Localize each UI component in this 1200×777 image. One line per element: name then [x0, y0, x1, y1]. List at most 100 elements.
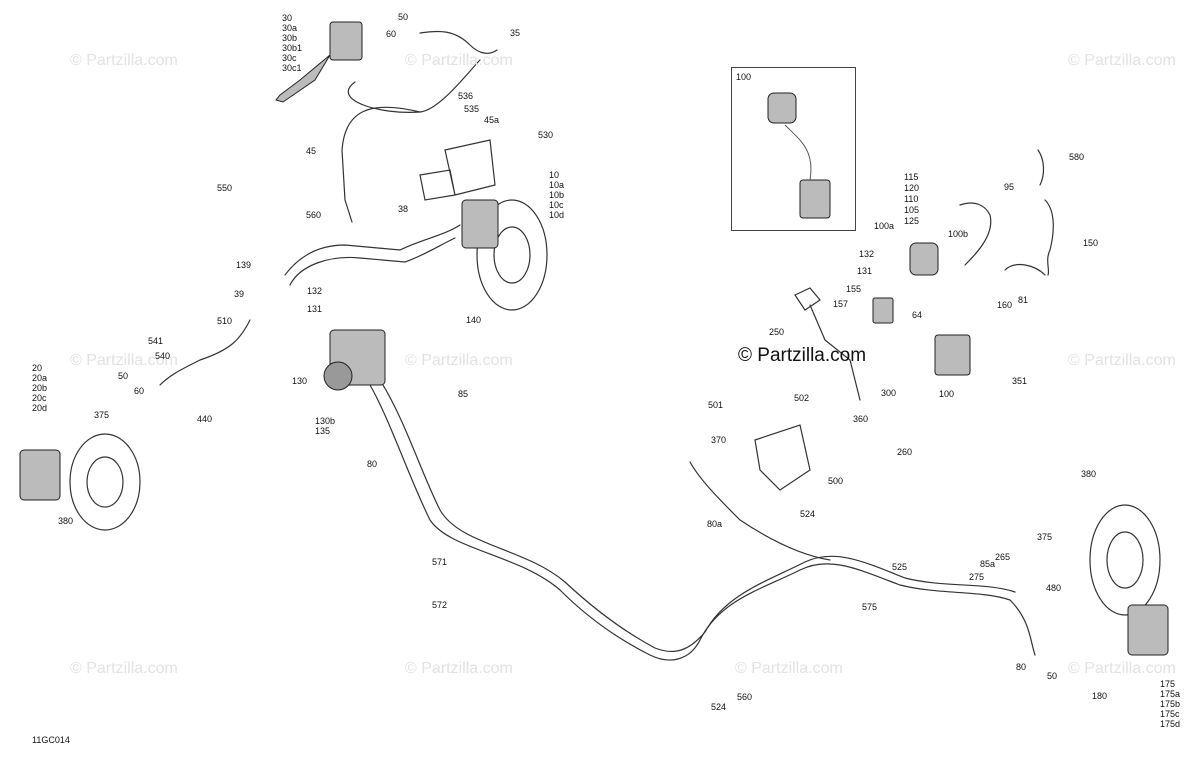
callout: 139 [236, 260, 252, 270]
watermark: © Partzilla.com [1068, 660, 1176, 677]
brake-lever [275, 54, 331, 103]
watermark: © Partzilla.com [735, 660, 843, 677]
inset-reservoir [767, 92, 797, 124]
callout: 535 [464, 104, 480, 114]
callout: 380 [1081, 469, 1097, 479]
callout: 39 [234, 289, 245, 299]
rear-caliper [1127, 604, 1169, 656]
callout: 524 [800, 509, 816, 519]
callout: 550 [217, 183, 233, 193]
callout: 100b [948, 229, 969, 239]
master-cylinder [329, 21, 363, 61]
inset-master-cylinder [799, 179, 831, 219]
callout: 50 [1047, 671, 1058, 681]
callout: 501 [708, 400, 724, 410]
callout: 250 [769, 327, 785, 337]
hose-580 [1037, 149, 1045, 186]
callout: 502 [794, 393, 810, 403]
callout: 510 [217, 316, 233, 326]
callout: 35 [510, 28, 521, 38]
callout: 525 [892, 562, 908, 572]
callout: 524 [711, 702, 727, 712]
callout: 50 [118, 371, 129, 381]
callout: 38 [398, 204, 409, 214]
callout: 64 [912, 310, 923, 320]
callout: 440 [197, 414, 213, 424]
callout: 540 [155, 351, 171, 361]
callout: 560 [737, 692, 753, 702]
sensor-wire-81 [1004, 263, 1046, 276]
callout: 125 [904, 216, 920, 226]
callout: 110 [904, 194, 919, 204]
callout: 50 [398, 12, 409, 22]
callout: 80a [707, 519, 723, 529]
hose-95 [959, 202, 992, 266]
callout: 180 [1092, 691, 1108, 701]
callout: 380 [58, 516, 74, 526]
diagram-code: 11GC014 [32, 735, 70, 745]
callout: 160 [997, 300, 1013, 310]
callout: 530 [538, 130, 554, 140]
brake-line-85 [379, 379, 1016, 653]
watermark: © Partzilla.com [405, 660, 513, 677]
callout: 132 [859, 249, 875, 259]
watermark: © Partzilla.com [1068, 52, 1176, 69]
watermark: © Partzilla.com [70, 660, 178, 677]
callout: 45 [306, 146, 317, 156]
watermark: © Partzilla.com [405, 352, 513, 369]
harness-510 [159, 319, 251, 386]
callout: 131 [307, 304, 323, 314]
reservoir-100a [909, 242, 939, 276]
callout: 572 [432, 600, 448, 610]
watermark: © Partzilla.com [70, 352, 178, 369]
callout: 260 [897, 447, 913, 457]
callout: 375 [94, 410, 110, 420]
brake-line-38 [284, 224, 461, 276]
callout: 571 [432, 557, 448, 567]
sensor-wire-35 [419, 30, 498, 54]
callout: 157 [833, 299, 849, 309]
callout: 155 [846, 284, 862, 294]
watermark: © Partzilla.com [70, 52, 178, 69]
callout: 80 [367, 459, 378, 469]
bracket-530 [419, 139, 496, 201]
callout: 140 [466, 315, 482, 325]
brake-line-80 [369, 384, 1036, 661]
bracket-500 [754, 424, 811, 491]
brake-pedal [794, 287, 861, 401]
callout: 115 [904, 172, 919, 182]
callout: 560 [306, 210, 322, 220]
callout: 105 [904, 205, 920, 215]
sensor-wire-150 [1044, 199, 1054, 276]
callout: 275 [969, 572, 985, 582]
callout: 375 [1037, 532, 1053, 542]
watermark: © Partzilla.com [1068, 352, 1176, 369]
callout: 95 [1004, 182, 1015, 192]
callout: 575 [862, 602, 878, 612]
front-left-caliper [19, 449, 61, 501]
callout: 81 [1018, 295, 1029, 305]
callout: 85 [458, 389, 469, 399]
brake-line-80a [689, 461, 831, 561]
callout: 100 [939, 389, 955, 399]
callout: 351 [1012, 376, 1028, 386]
callout: 500 [828, 476, 844, 486]
center-watermark: © Partzilla.com [738, 345, 867, 366]
callout: 85a [980, 559, 996, 569]
callout: 100a [874, 221, 895, 231]
callout: 120 [904, 183, 920, 193]
callout: 45a [484, 115, 500, 125]
callout: 370 [711, 435, 727, 445]
callout: 132 [307, 286, 323, 296]
callout: 60 [134, 386, 145, 396]
callout: 60 [386, 29, 397, 39]
watermark: © Partzilla.com [405, 52, 513, 69]
callout: 580 [1069, 152, 1085, 162]
rear-master-cylinder [934, 334, 971, 376]
callout: 80 [1016, 662, 1027, 672]
inset-frame [731, 67, 856, 231]
